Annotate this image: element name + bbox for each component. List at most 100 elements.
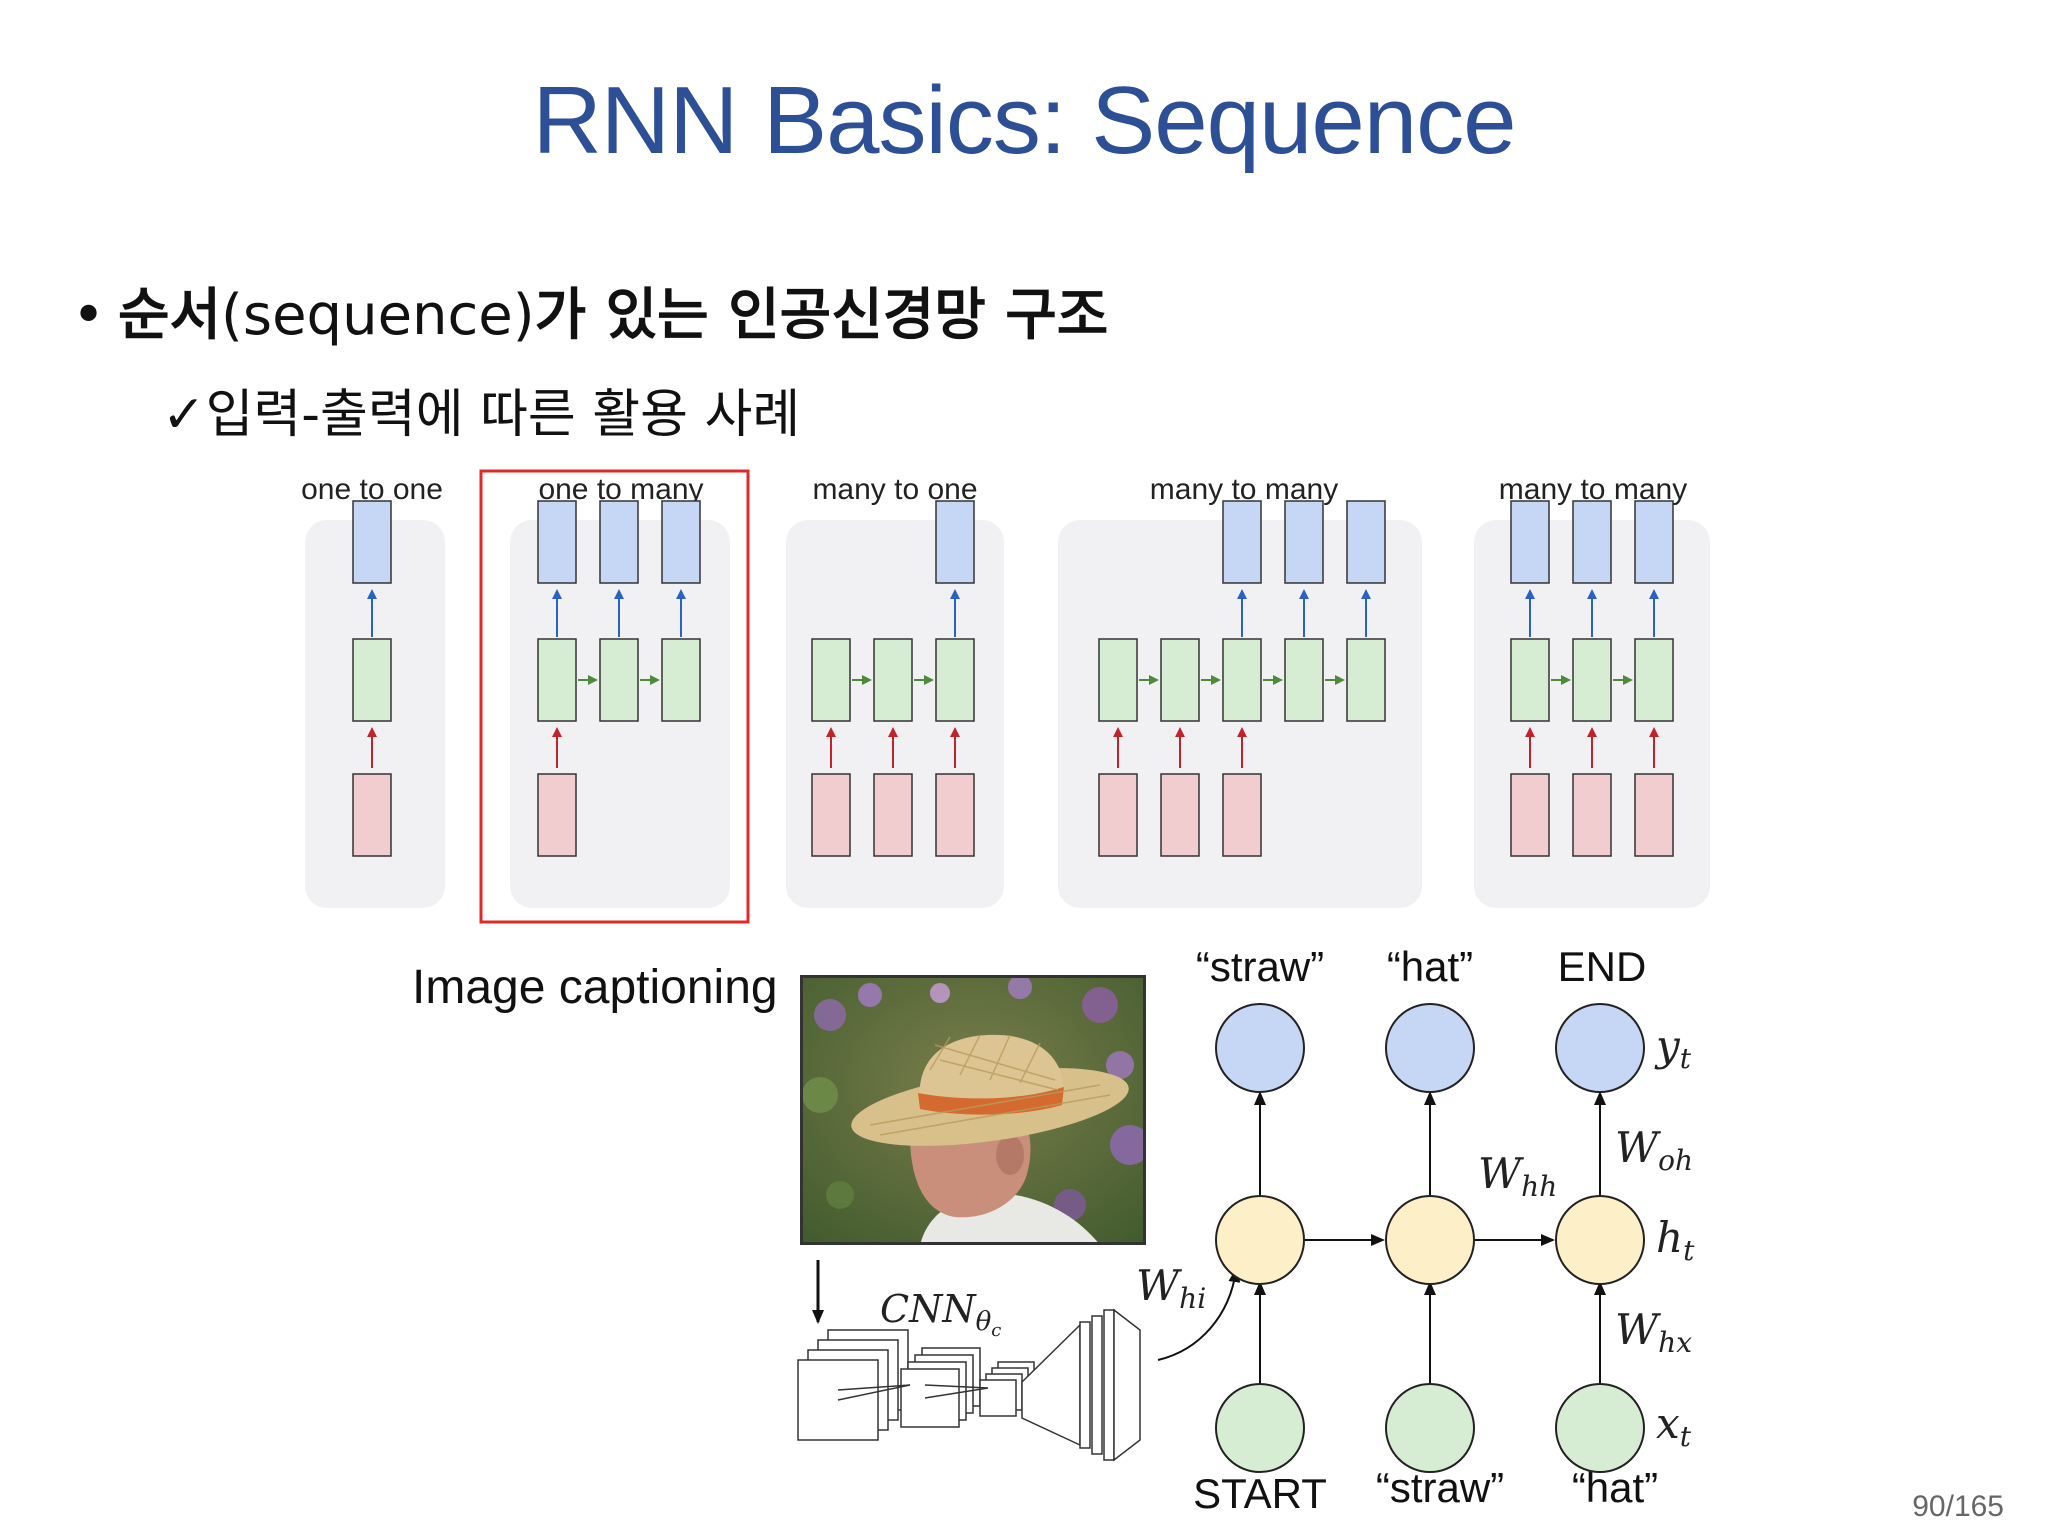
input-arrow-p3-2-head <box>888 727 898 737</box>
output-cell-p2-1 <box>537 500 577 584</box>
output-arrow-p4-3-head <box>1237 589 1247 599</box>
output-arrow-p5-3-head <box>1649 589 1659 599</box>
hidden-cell-p5-1 <box>1510 638 1550 722</box>
bullet-rest: 가 있는 인공신경망 구조 <box>534 283 1109 348</box>
hidden-cell-p3-1 <box>811 638 851 722</box>
sub-bullet: ✓입력-출력에 따른 활용 사례 <box>162 372 800 447</box>
input-cell-p1-1 <box>352 773 392 857</box>
input-arrow-p4-1-head <box>1113 727 1123 737</box>
hidden-node-1 <box>1215 1195 1305 1285</box>
input-cell-p3-3 <box>935 773 975 857</box>
hidden-cell-p4-4 <box>1284 638 1324 722</box>
label-yt: yt <box>1654 1021 1692 1075</box>
input-arrow-p5-1-head <box>1525 727 1535 737</box>
output-arrow-p2-2-head <box>614 589 624 599</box>
hidden-cell-p2-3 <box>661 638 701 722</box>
output-word-straw: “straw” <box>1196 943 1324 990</box>
input-node-1 <box>1215 1383 1305 1473</box>
input-cell-p4-2 <box>1160 773 1200 857</box>
input-arrow-p3-3-head <box>950 727 960 737</box>
man-straw-hat-photo <box>800 975 1146 1245</box>
image-captioning-caption: Image captioning <box>412 961 778 1014</box>
output-arrow-p4-4-head <box>1299 589 1309 599</box>
output-node-3 <box>1555 1003 1645 1093</box>
input-cell-p4-1 <box>1098 773 1138 857</box>
output-cell-p5-1 <box>1510 500 1550 584</box>
hidden-cell-p3-3 <box>935 638 975 722</box>
rnn-types-diagram: one to one one to many many to one many … <box>301 469 1710 924</box>
hidden-arrow-p4-1-head <box>1149 675 1159 685</box>
hidden-cell-p2-1 <box>537 638 577 722</box>
bullet-text: 순서 <box>118 283 222 348</box>
output-arrow-p2-1-head <box>552 589 562 599</box>
input-arrow-p4-3-head <box>1237 727 1247 737</box>
input-arrow-p1-1-head <box>367 727 377 737</box>
input-node-3 <box>1555 1383 1645 1473</box>
main-bullet: •순서(sequence)가 있는 인공신경망 구조 <box>72 270 1108 351</box>
input-node-2 <box>1385 1383 1475 1473</box>
output-cell-p4-4 <box>1284 500 1324 584</box>
label-xt: xt <box>1656 1399 1692 1453</box>
label-cnn: CNNθc <box>880 1287 1001 1341</box>
hidden-cell-p4-1 <box>1098 638 1138 722</box>
input-word-hat: “hat” <box>1572 1464 1658 1511</box>
output-node-2 <box>1385 1003 1475 1093</box>
output-arrow-p3-3-head <box>950 589 960 599</box>
hidden-arrow-p2-1-head <box>588 675 598 685</box>
hidden-arrow-p5-1-head <box>1561 675 1571 685</box>
check-icon: ✓ <box>162 385 206 445</box>
hidden-cell-p4-2 <box>1160 638 1200 722</box>
hidden-arrow-p4-2-head <box>1211 675 1221 685</box>
hidden-cell-p3-2 <box>873 638 913 722</box>
output-cell-p2-2 <box>599 500 639 584</box>
input-cell-p2-1 <box>537 773 577 857</box>
hidden-cell-p1-1 <box>352 638 392 722</box>
slide-title: RNN Basics: Sequence <box>532 67 1516 174</box>
output-arrow-p4-5-head <box>1361 589 1371 599</box>
hidden-node-3 <box>1555 1195 1645 1285</box>
output-cell-p4-5 <box>1346 500 1386 584</box>
input-cell-p3-2 <box>873 773 913 857</box>
highlight-box-one-to-many <box>479 469 750 924</box>
label-whi: Whi <box>1136 1261 1206 1315</box>
output-cell-p3-3 <box>935 500 975 584</box>
rnn-cells <box>352 500 1674 857</box>
input-cell-p5-2 <box>1572 773 1612 857</box>
output-word-hat: “hat” <box>1387 943 1473 990</box>
input-cell-p5-3 <box>1634 773 1674 857</box>
hidden-arrow-p5-2-head <box>1623 675 1633 685</box>
hidden-arrow-p2-2-head <box>650 675 660 685</box>
hidden-cell-p4-3 <box>1222 638 1262 722</box>
output-arrow-p5-2-head <box>1587 589 1597 599</box>
bullet-dot: • <box>72 283 106 348</box>
input-cell-p4-3 <box>1222 773 1262 857</box>
output-arrow-p2-3-head <box>676 589 686 599</box>
output-cell-p5-3 <box>1634 500 1674 584</box>
output-node-1 <box>1215 1003 1305 1093</box>
output-cell-p2-3 <box>661 500 701 584</box>
captioning-diagram: “straw” “hat” END START “straw” “hat” yt… <box>797 943 1695 1517</box>
input-arrow-p5-2-head <box>1587 727 1597 737</box>
input-arrow-p4-2-head <box>1175 727 1185 737</box>
page-number: 90/165 <box>1912 1490 2004 1523</box>
input-word-start: START <box>1193 1470 1327 1517</box>
hidden-arrow-p3-1-head <box>862 675 872 685</box>
input-cell-p5-1 <box>1510 773 1550 857</box>
hidden-arrow-p4-3-head <box>1273 675 1283 685</box>
output-arrow-p1-1-head <box>367 589 377 599</box>
photo-frame <box>800 975 1146 1245</box>
input-arrow-p3-1-head <box>826 727 836 737</box>
label-whx: Whx <box>1615 1305 1692 1359</box>
input-cell-p3-1 <box>811 773 851 857</box>
input-arrow-p5-3-head <box>1649 727 1659 737</box>
hidden-arrow-p4-4-head <box>1335 675 1345 685</box>
input-arrow-p2-1-head <box>552 727 562 737</box>
output-cell-p4-3 <box>1222 500 1262 584</box>
hidden-cell-p2-2 <box>599 638 639 722</box>
label-woh: Woh <box>1615 1123 1693 1177</box>
bullet-paren: (sequence) <box>221 283 535 348</box>
label-ht: ht <box>1656 1213 1695 1267</box>
output-cell-p5-2 <box>1572 500 1612 584</box>
cnn-layers-icon <box>797 1308 1141 1462</box>
label-whh: Whh <box>1478 1149 1557 1203</box>
